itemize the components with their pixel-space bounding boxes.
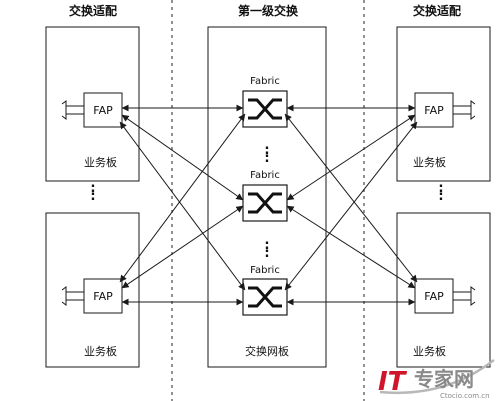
header-center: 第一级交换 (238, 3, 299, 18)
ellipsis-center-top: : (264, 151, 269, 166)
ellipsis-left: : (90, 189, 95, 204)
service-board-label-right-top: 业务板 (413, 155, 446, 169)
swoosh-icon (379, 359, 495, 395)
link-rb-fm (286, 205, 416, 289)
ellipsis-center-bottom-2: : (264, 238, 269, 253)
fabric-switch-icon-top (242, 90, 288, 128)
fap-box-right-bottom (414, 278, 454, 314)
service-board-label-left-top: 业务板 (84, 155, 117, 169)
link-lb-fm (121, 205, 244, 289)
service-board-label-left-bottom: 业务板 (84, 344, 117, 358)
port-icon-right-top (453, 100, 476, 120)
port-icon-right-bottom (453, 286, 476, 306)
fabric-label-mid: Fabric (250, 170, 280, 181)
port-icon-left-top (61, 100, 84, 120)
fap-label-left-bottom: FAP (93, 290, 113, 303)
ellipsis-center-bottom: : (264, 246, 269, 261)
fabric-switch-icon-mid (242, 184, 288, 222)
link-lt-fm (121, 114, 244, 201)
fap-box-left-bottom (83, 278, 123, 314)
ellipsis-left-2: : (90, 181, 95, 196)
ellipsis-right: : (438, 189, 443, 204)
service-board-left-top (45, 26, 140, 182)
watermark-logo: IT 专家网 Ctocio.com.cn (378, 359, 495, 400)
link-rt-fm (286, 114, 416, 201)
fabric-label-bottom: Fabric (250, 265, 280, 276)
switch-board-label: 交换网板 (245, 344, 289, 358)
fap-label-right-bottom: FAP (424, 290, 444, 303)
service-board-right-top (396, 26, 491, 182)
fap-label-left-top: FAP (93, 104, 113, 117)
ellipsis-right-2: : (438, 181, 443, 196)
watermark-url: Ctocio.com.cn (440, 392, 490, 400)
fabric-switch-icon-bottom (242, 278, 288, 316)
fabric-label-top: Fabric (250, 76, 280, 87)
header-right: 交换适配 (413, 3, 461, 18)
fap-box-right-top (414, 92, 454, 128)
header-left: 交换适配 (69, 3, 117, 18)
service-board-label-right-bottom: 业务板 (413, 344, 446, 358)
watermark-brand-cn: 专家网 (414, 367, 474, 391)
ellipsis-center-top-2: : (264, 143, 269, 158)
watermark-brand-it: IT (378, 367, 408, 397)
fap-label-right-top: FAP (424, 104, 444, 117)
port-icon-left-bottom (61, 286, 84, 306)
